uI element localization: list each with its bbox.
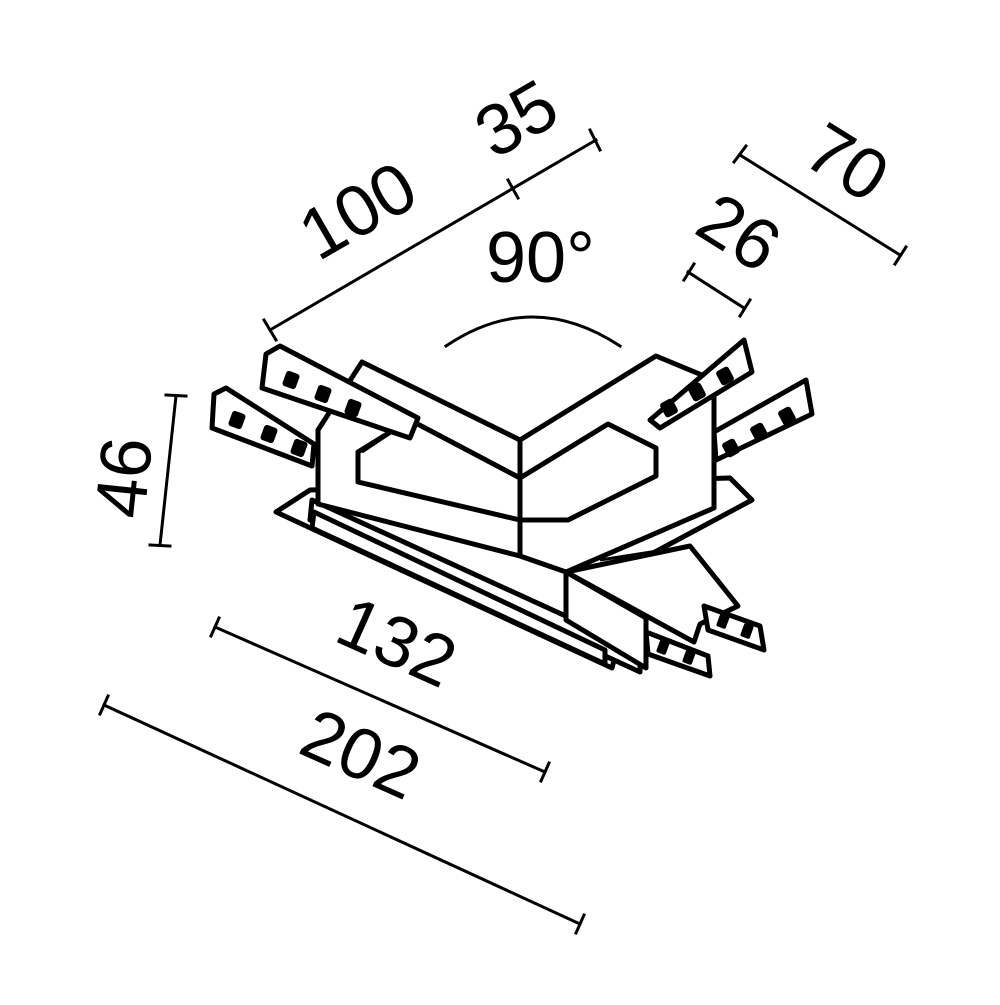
dimension-line-46 <box>148 393 188 548</box>
dimension-line-26 <box>681 261 753 319</box>
dimension-label-35: 35 <box>462 65 571 174</box>
dimension-label-46: 46 <box>80 434 168 522</box>
dimension-label-26: 26 <box>684 178 794 288</box>
pin-block-front-b <box>701 603 767 653</box>
dimension-line-100-35 <box>261 127 603 343</box>
pin-block-right-lower <box>711 377 815 463</box>
angle-arc <box>443 315 623 349</box>
pin-block-right-upper <box>647 337 755 431</box>
pin-block-left-lower <box>209 385 317 469</box>
dimension-label-100: 100 <box>286 147 430 276</box>
dimension-line-70 <box>731 143 909 267</box>
pin-block-front-a <box>643 629 713 679</box>
dimension-line-132 <box>209 616 551 783</box>
dimension-label-70: 70 <box>792 108 902 218</box>
dimension-line-202 <box>98 694 586 935</box>
connector-body <box>273 353 755 675</box>
angle-label: 90° <box>486 218 595 298</box>
pin-block-left-upper <box>259 343 421 441</box>
